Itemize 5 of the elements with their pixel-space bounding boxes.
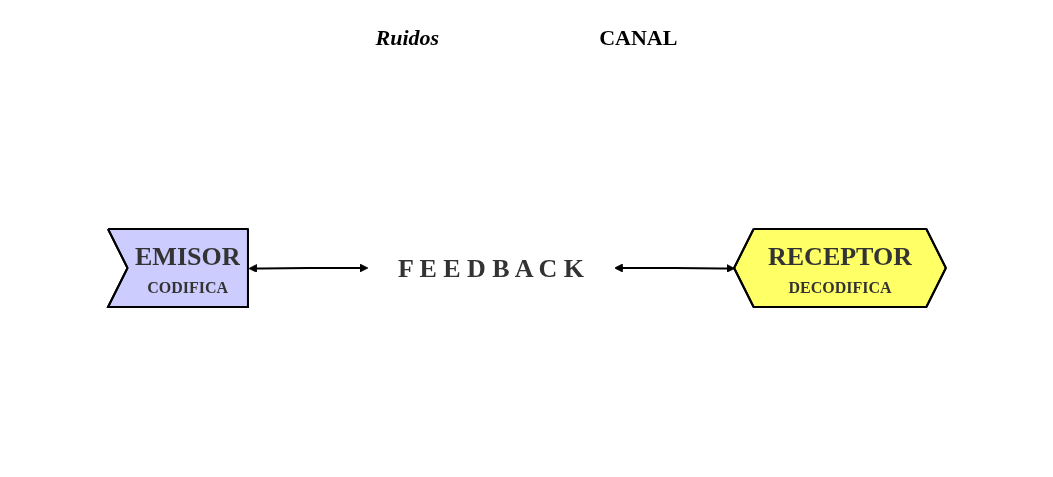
node-text: F E E D B A C K [397, 253, 584, 283]
arrow [248, 263, 368, 273]
channel-label: CANAL [599, 25, 678, 51]
arrow [613, 263, 735, 273]
noise-label: Ruidos [375, 25, 440, 51]
